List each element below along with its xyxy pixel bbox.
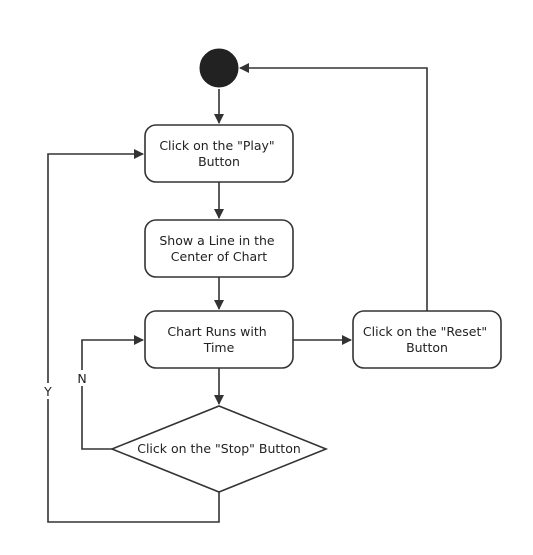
node-text-line: Chart Runs with — [167, 324, 266, 339]
label-bg — [75, 370, 89, 386]
svg-text:Click on the "Reset" But: Click on the "Reset" Button — [363, 324, 491, 355]
svg-text:Chart Runs with Time: Chart Runs with Time — [167, 324, 270, 355]
node-text-line: Click on the "Play" — [159, 138, 274, 153]
edge-stop-yes-loop — [47, 149, 220, 523]
node-text-line: Center of Chart — [171, 249, 268, 264]
edge-label-yes: Y — [43, 384, 52, 399]
svg-text:Click on the "Stop" Button: Click on the "Stop" Button — [137, 441, 301, 456]
node-text-line: Button — [406, 340, 448, 355]
chart-runs-node: Chart Runs with Time — [144, 310, 294, 369]
show-line-node: Show a Line in the Center of Chart — [144, 219, 294, 278]
start-node — [199, 48, 239, 88]
stop-decision-node: Click on the "Stop" Button — [109, 405, 329, 493]
edge-reset-to-start — [239, 63, 428, 311]
svg-text:Click on the "Play" Butt: Click on the "Play" Button — [159, 138, 278, 169]
node-text-line: Click on the "Reset" — [363, 324, 487, 339]
node-text-line: Show a Line in the — [159, 233, 275, 248]
node-text-line: Click on the "Stop" Button — [137, 441, 301, 456]
reset-button-node: Click on the "Reset" Button — [352, 310, 502, 369]
svg-text:Show a Line in the Cente: Show a Line in the Center of Chart — [159, 233, 278, 264]
edge-label-no: N — [77, 371, 86, 386]
label-bg — [41, 383, 55, 399]
node-text-line: Time — [203, 340, 235, 355]
play-button-node: Click on the "Play" Button — [144, 124, 294, 183]
node-text-line: Button — [198, 154, 240, 169]
edge-stop-no-loop — [81, 335, 144, 450]
